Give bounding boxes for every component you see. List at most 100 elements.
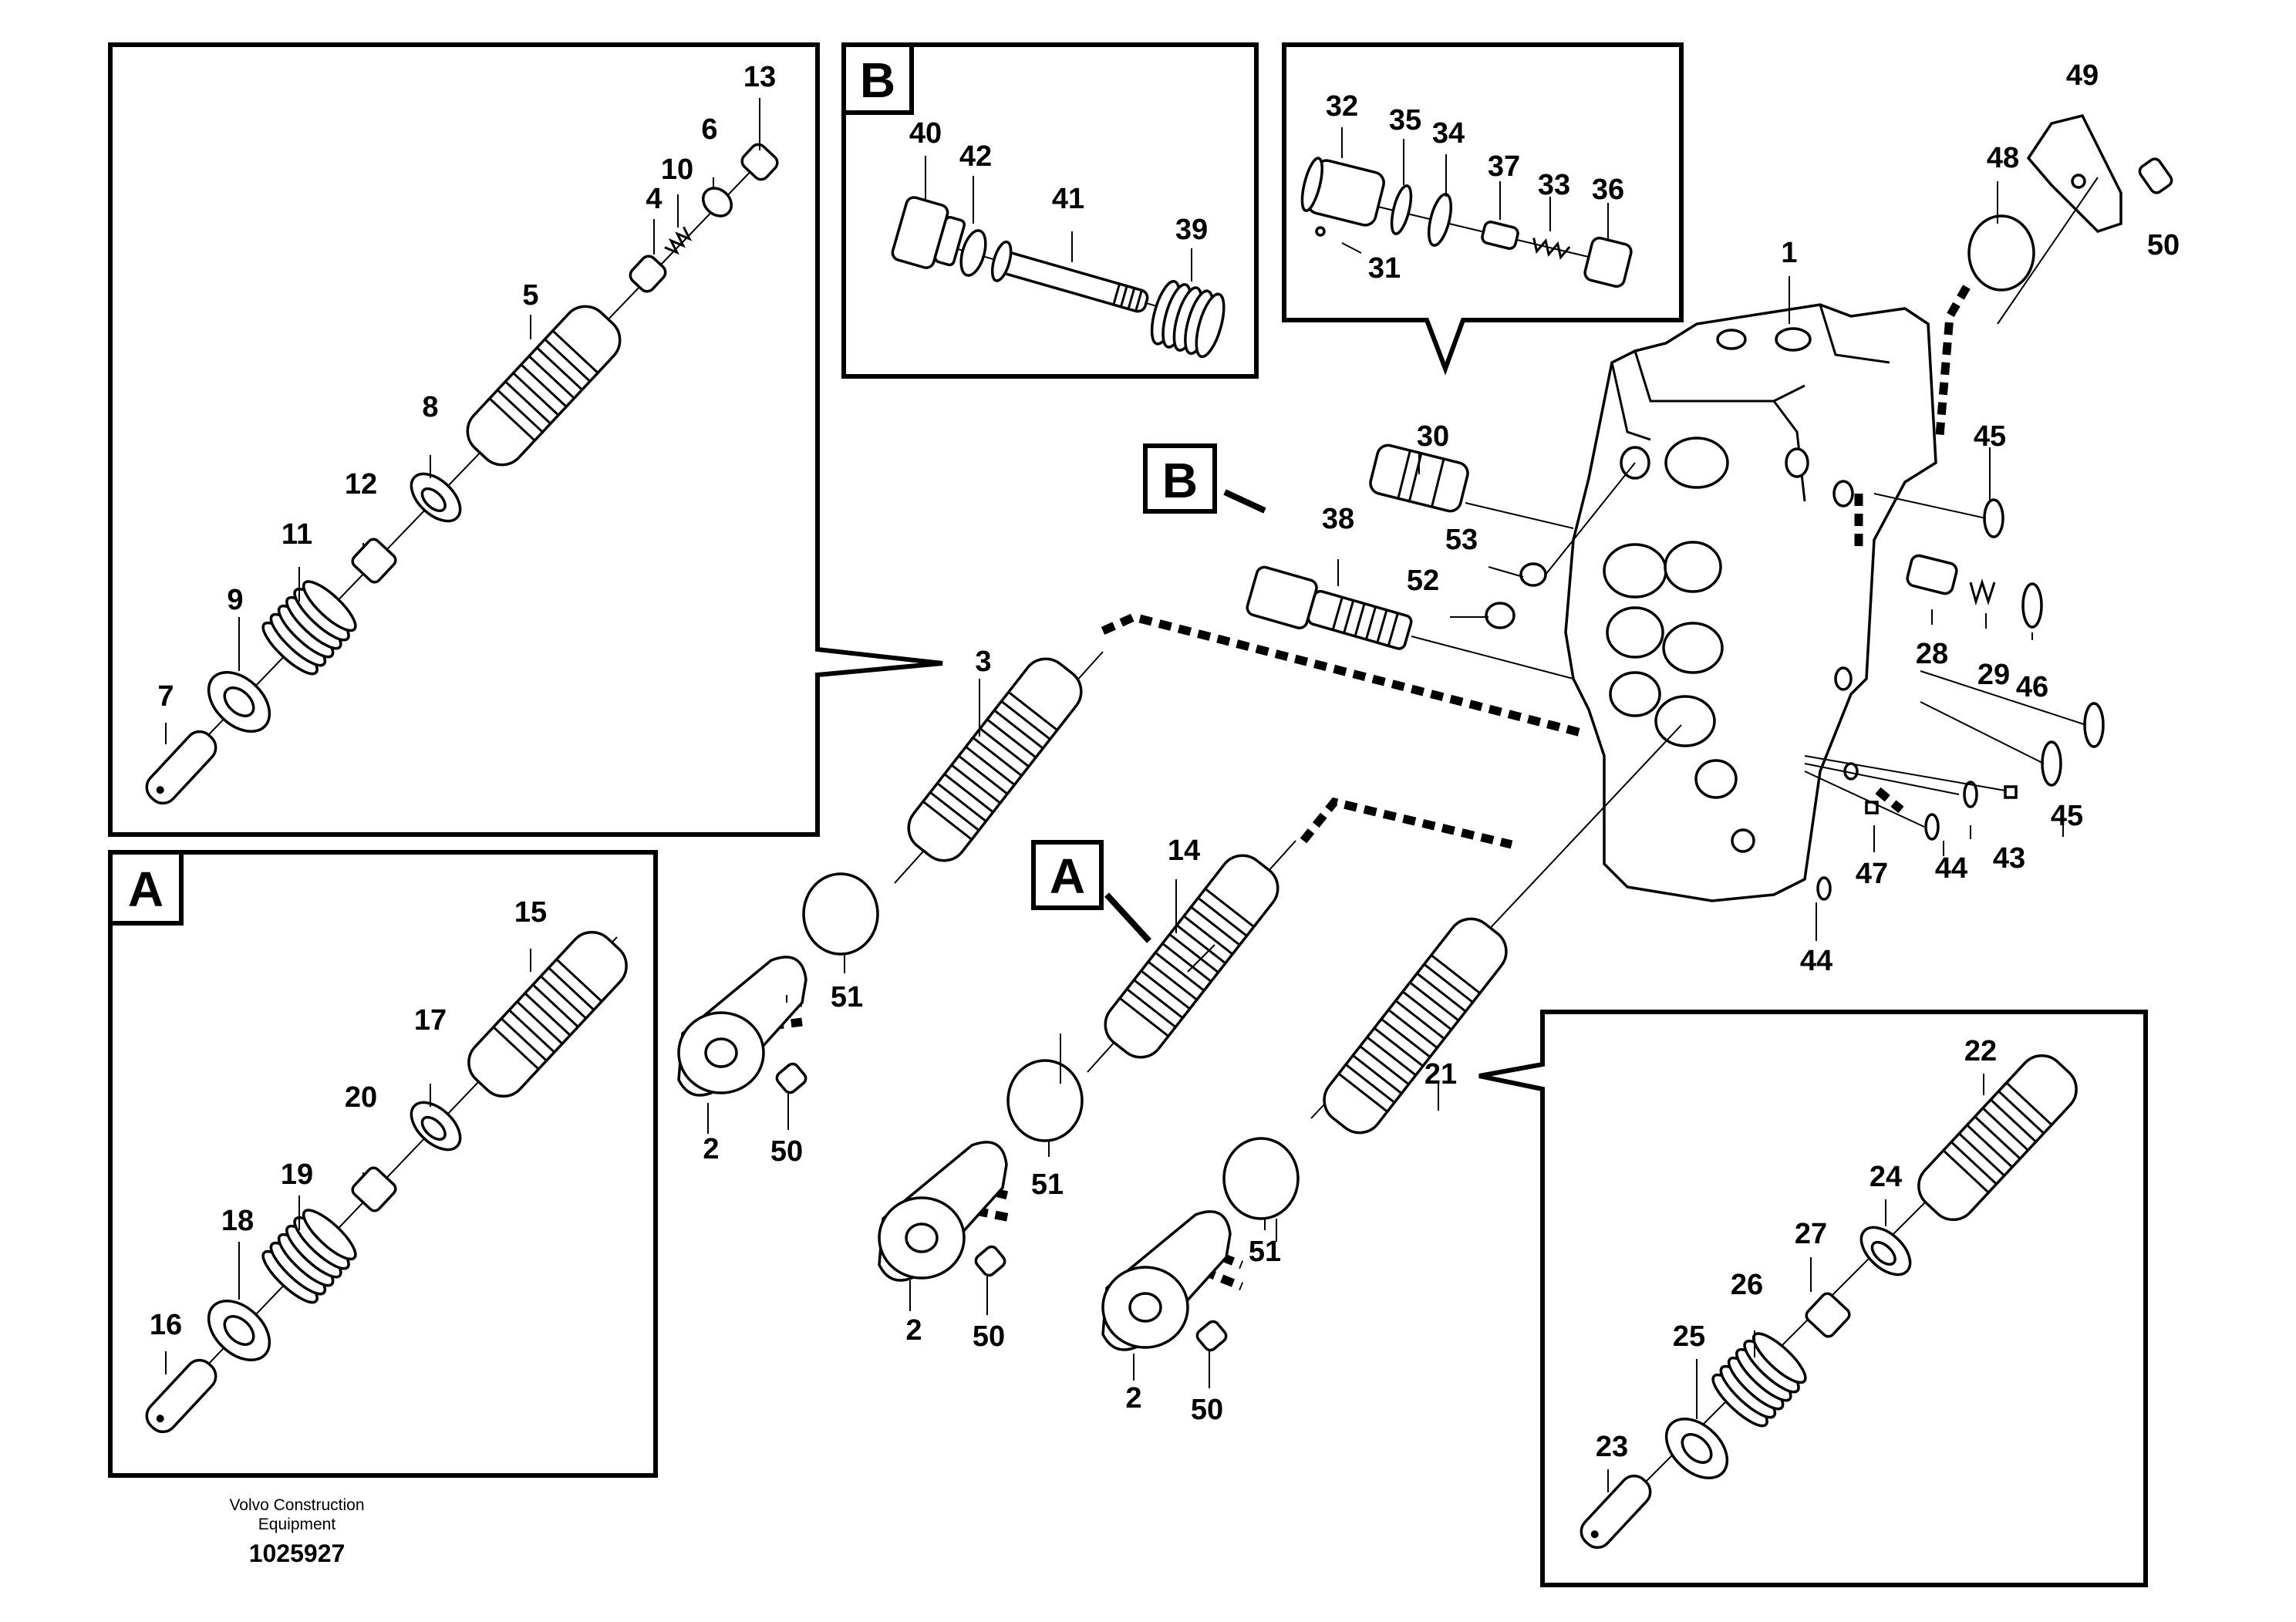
- spool-assembly-view-a: [145, 930, 628, 1434]
- callout-14: 14: [1168, 835, 1200, 867]
- screw-50-left: [775, 1062, 807, 1094]
- spool-3: [894, 651, 1104, 884]
- callout-30: 30: [1417, 420, 1449, 453]
- valve-body: [1564, 303, 1937, 902]
- callout-42: 42: [959, 140, 992, 173]
- plug-53: [1519, 462, 1636, 587]
- callout-5: 5: [522, 279, 538, 312]
- callout-31: 31: [1368, 252, 1401, 285]
- callout-38: 38: [1322, 503, 1354, 535]
- callout-44: 44: [1800, 945, 1832, 977]
- footer-brand: Volvo Construction Equipment 1025927: [229, 1496, 364, 1567]
- inset-view-b: [841, 42, 1259, 379]
- side-parts: [1804, 177, 2105, 901]
- spool-assembly-bottom-right: [1580, 1054, 2078, 1549]
- callout-9: 9: [227, 584, 243, 616]
- callout-40: 40: [909, 117, 942, 150]
- o-ring-51-right: [1222, 1137, 1300, 1220]
- spool-assembly-top-left: [145, 98, 779, 805]
- callout-26: 26: [1731, 1269, 1763, 1301]
- inset-top-middle: [1282, 42, 1684, 376]
- callout-50: 50: [2147, 229, 2180, 261]
- end-cover-2-mid: [878, 1141, 1008, 1282]
- callout-45: 45: [2051, 800, 2083, 832]
- callout-16: 16: [150, 1309, 182, 1341]
- callout-7: 7: [157, 680, 174, 713]
- callout-44: 44: [1935, 852, 1967, 885]
- callout-leaders: [707, 181, 2064, 1388]
- callout-34: 34: [1432, 117, 1465, 150]
- callout-50: 50: [770, 1135, 803, 1168]
- callout-51: 51: [831, 981, 863, 1013]
- check-valve-inset: [1300, 127, 1633, 288]
- callout-50: 50: [1191, 1394, 1223, 1426]
- callout-33: 33: [1538, 169, 1570, 201]
- view-label-b-inset: B: [860, 52, 895, 108]
- callout-51: 51: [1249, 1236, 1281, 1268]
- callout-23: 23: [1596, 1431, 1628, 1463]
- callout-35: 35: [1389, 104, 1421, 137]
- callout-8: 8: [422, 391, 438, 423]
- callout-47: 47: [1856, 858, 1888, 890]
- view-label-a-inset: A: [128, 862, 164, 917]
- cover-49: [2026, 113, 2122, 234]
- callout-18: 18: [221, 1205, 254, 1237]
- callout-21: 21: [1424, 1058, 1457, 1091]
- callout-3: 3: [975, 646, 991, 678]
- callout-46: 46: [2016, 671, 2048, 703]
- callout-6: 6: [701, 113, 717, 146]
- relief-valve-view-b: [891, 156, 1226, 359]
- screw-50-top: [2138, 157, 2173, 194]
- callout-4: 4: [646, 183, 662, 215]
- callout-13: 13: [743, 61, 776, 93]
- plug-52: [1485, 602, 1515, 629]
- callout-37: 37: [1488, 150, 1520, 183]
- callout-numbers: 1 2 2 2 3 4 5 6 7 8 9 10 11 12 13 14 15 …: [150, 59, 2180, 1463]
- callout-29: 29: [1977, 659, 2010, 691]
- callout-25: 25: [1673, 1320, 1705, 1353]
- o-ring-51-mid: [1006, 1059, 1084, 1142]
- callout-28: 28: [1916, 638, 1948, 670]
- spool-14: [1087, 840, 1296, 1073]
- callout-51: 51: [1031, 1168, 1064, 1201]
- drawing-number: 1025927: [249, 1539, 346, 1567]
- inset-top-left: [108, 42, 943, 837]
- callout-1: 1: [1781, 237, 1797, 269]
- callout-2: 2: [905, 1314, 922, 1347]
- callout-24: 24: [1870, 1161, 1902, 1193]
- callout-10: 10: [661, 153, 693, 186]
- view-tag-a: [1031, 840, 1104, 910]
- callout-22: 22: [1964, 1035, 1997, 1067]
- view-labels: B A B A: [128, 52, 1198, 917]
- view-tag-label-a: A: [1050, 848, 1085, 904]
- callout-20: 20: [345, 1081, 377, 1114]
- inset-bottom-right: [1478, 1010, 2148, 1587]
- callout-43: 43: [1993, 842, 2025, 875]
- o-ring-51-left: [802, 872, 879, 956]
- callout-50: 50: [973, 1320, 1005, 1353]
- callout-27: 27: [1795, 1218, 1827, 1250]
- o-ring-48: [1967, 214, 2035, 292]
- valve-30: [1369, 443, 1574, 529]
- callout-15: 15: [514, 896, 547, 929]
- callout-2: 2: [1125, 1382, 1141, 1415]
- brand-line-2: Equipment: [258, 1516, 336, 1533]
- callout-41: 41: [1052, 183, 1084, 215]
- view-tag-label-b: B: [1162, 453, 1198, 508]
- callout-52: 52: [1407, 565, 1439, 597]
- callout-48: 48: [1987, 142, 2019, 174]
- callout-45: 45: [1974, 420, 2006, 453]
- callout-32: 32: [1326, 90, 1358, 123]
- callout-11: 11: [282, 518, 312, 551]
- callout-2: 2: [703, 1133, 719, 1165]
- end-cover-2-right: [1101, 1210, 1232, 1351]
- callout-17: 17: [414, 1004, 447, 1037]
- callout-19: 19: [281, 1158, 313, 1191]
- end-cover-2-left: [677, 956, 807, 1097]
- spool-21: [1310, 724, 1682, 1135]
- brand-line-1: Volvo Construction: [229, 1496, 364, 1514]
- callout-36: 36: [1592, 174, 1624, 206]
- view-tag-b: [1143, 443, 1217, 514]
- screw-50-mid: [974, 1245, 1006, 1277]
- callout-49: 49: [2066, 59, 2099, 92]
